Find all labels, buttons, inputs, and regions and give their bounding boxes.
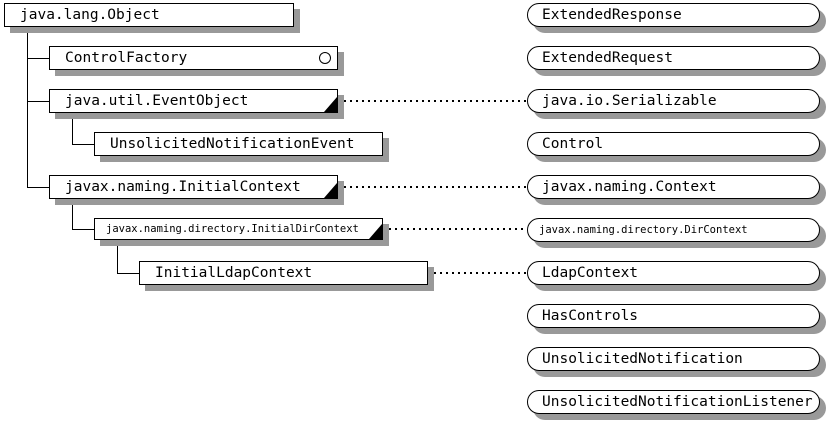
implements-dotted-link <box>434 272 527 274</box>
class-label: javax.naming.InitialContext <box>65 178 301 195</box>
interface-pill-extendedrequest[interactable]: ExtendedRequest <box>527 46 820 70</box>
tree-connector-line <box>72 144 94 145</box>
tree-connector-line <box>117 240 118 274</box>
interface-label: javax.naming.Context <box>542 178 717 195</box>
interface-pill-javax-naming-directory-dircontext[interactable]: javax.naming.directory.DirContext <box>527 218 820 242</box>
interface-label: Control <box>542 135 604 152</box>
tree-connector-line <box>117 273 139 274</box>
interface-label: ExtendedRequest <box>542 49 673 66</box>
interface-pill-javax-naming-context[interactable]: javax.naming.Context <box>527 175 820 199</box>
interface-pill-extendedresponse[interactable]: ExtendedResponse <box>527 3 820 27</box>
interface-label: ExtendedResponse <box>542 6 682 23</box>
tree-connector-line <box>72 199 73 230</box>
class-box-controlfactory[interactable]: ControlFactory <box>49 46 338 70</box>
class-label: ControlFactory <box>65 49 188 66</box>
tree-connector-line <box>27 187 49 188</box>
class-box-java-lang-object[interactable]: java.lang.Object <box>4 3 294 27</box>
class-box-javax-naming-directory-initialdircontext[interactable]: javax.naming.directory.InitialDirContext <box>94 218 383 240</box>
interface-pill-unsolicitednotificationlistener[interactable]: UnsolicitedNotificationListener <box>527 390 820 414</box>
tree-connector-line <box>27 101 49 102</box>
class-label: InitialLdapContext <box>155 264 313 281</box>
implements-dotted-link <box>344 100 527 102</box>
implements-dotted-link <box>344 186 527 188</box>
tree-connector-line <box>72 229 94 230</box>
interface-label: javax.naming.directory.DirContext <box>539 223 748 236</box>
class-label: javax.naming.directory.InitialDirContext <box>106 222 359 235</box>
class-box-java-util-eventobject[interactable]: java.util.EventObject <box>49 89 338 113</box>
class-label: java.lang.Object <box>20 6 160 23</box>
class-box-unsolicitednotificationevent[interactable]: UnsolicitedNotificationEvent <box>94 132 383 156</box>
interface-pill-ldapcontext[interactable]: LdapContext <box>527 261 820 285</box>
tree-connector-line <box>27 58 49 59</box>
interface-pill-hascontrols[interactable]: HasControls <box>527 304 820 328</box>
tree-connector-line <box>27 27 28 188</box>
factory-circle-icon <box>319 52 331 64</box>
interface-label: LdapContext <box>542 264 639 281</box>
interface-label: java.io.Serializable <box>542 92 717 109</box>
class-box-javax-naming-initialcontext[interactable]: javax.naming.InitialContext <box>49 175 338 199</box>
interface-label: HasControls <box>542 307 639 324</box>
interface-label: UnsolicitedNotificationListener <box>542 393 813 410</box>
tree-connector-line <box>72 113 73 145</box>
implements-dotted-link <box>389 228 527 230</box>
class-box-initialldapcontext[interactable]: InitialLdapContext <box>139 261 428 285</box>
interface-pill-control[interactable]: Control <box>527 132 820 156</box>
class-label: java.util.EventObject <box>65 92 249 109</box>
interface-label: UnsolicitedNotification <box>542 350 743 367</box>
interface-pill-unsolicitednotification[interactable]: UnsolicitedNotification <box>527 347 820 371</box>
class-label: UnsolicitedNotificationEvent <box>110 135 355 152</box>
interface-pill-java-io-serializable[interactable]: java.io.Serializable <box>527 89 820 113</box>
